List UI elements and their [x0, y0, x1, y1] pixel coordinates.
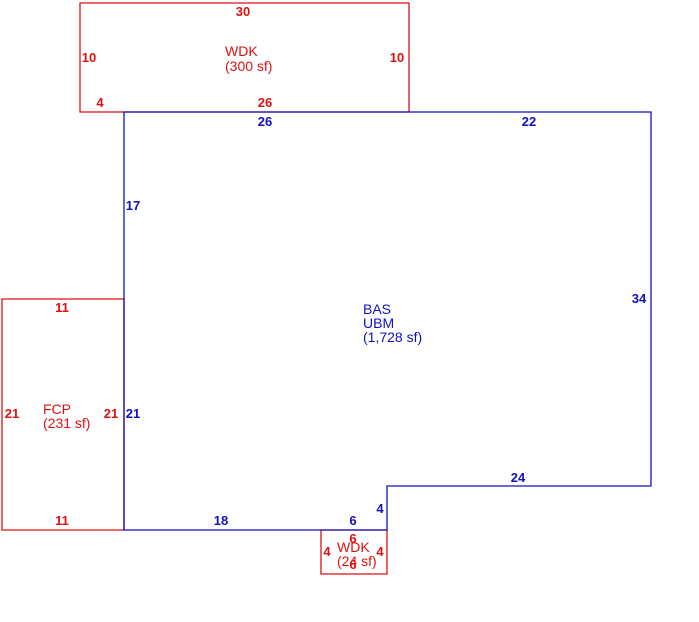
bas-sub: UBM — [363, 315, 394, 331]
wdk-bottom-dim-bottom: 6 — [349, 557, 356, 572]
wdk-top-dim-bottom: 26 — [258, 95, 272, 110]
bas-dim-top-right: 22 — [522, 114, 536, 129]
wdk-top-name: WDK — [225, 43, 258, 59]
wdk-bottom-name: WDK — [337, 539, 370, 555]
wdk-bottom-dim-left: 4 — [323, 544, 331, 559]
bas-dim-left-lower: 21 — [126, 406, 140, 421]
fcp-name: FCP — [43, 401, 71, 417]
bas-name: BAS — [363, 301, 391, 317]
bas-dim-bottom-left: 18 — [214, 513, 228, 528]
fcp-dim-left: 21 — [5, 406, 19, 421]
fcp-area: 11 11 21 21 FCP (231 sf) — [1, 298, 125, 531]
bas-outline — [123, 111, 652, 531]
wdk-top-dim-left: 10 — [82, 50, 96, 65]
bas-dim-right: 34 — [632, 291, 647, 306]
wdk-bottom-area-label: (24 sf) — [337, 553, 377, 569]
bas-dim-step-side: 4 — [376, 501, 384, 516]
wdk-bottom-area: 6 6 4 4 WDK (24 sf) — [320, 529, 388, 575]
fcp-dim-top: 11 — [55, 300, 69, 315]
bas-area-label: (1,728 sf) — [363, 329, 422, 345]
wdk-top-dim-top: 30 — [236, 4, 250, 19]
fcp-dim-right: 21 — [104, 406, 118, 421]
wdk-bottom-dim-right: 4 — [376, 544, 384, 559]
wdk-top-area-label: (300 sf) — [225, 58, 272, 74]
wdk-top-dim-right: 10 — [390, 50, 404, 65]
fcp-dim-bottom: 11 — [55, 513, 69, 528]
bas-dim-step-top: 24 — [511, 470, 526, 485]
bas-dim-left: 17 — [126, 198, 140, 213]
fcp-area-label: (231 sf) — [43, 415, 90, 431]
wdk-bottom-dim-top: 6 — [349, 531, 356, 546]
bas-area: 26 22 17 34 24 4 6 18 21 BAS UBM (1,728 … — [123, 111, 652, 531]
bas-dim-top-left: 26 — [258, 114, 272, 129]
wdk-top-area: 30 10 10 4 26 WDK (300 sf) — [79, 2, 410, 113]
bas-dim-bottom-right: 6 — [349, 513, 356, 528]
wdk-top-dim-bottom-left: 4 — [96, 95, 104, 110]
